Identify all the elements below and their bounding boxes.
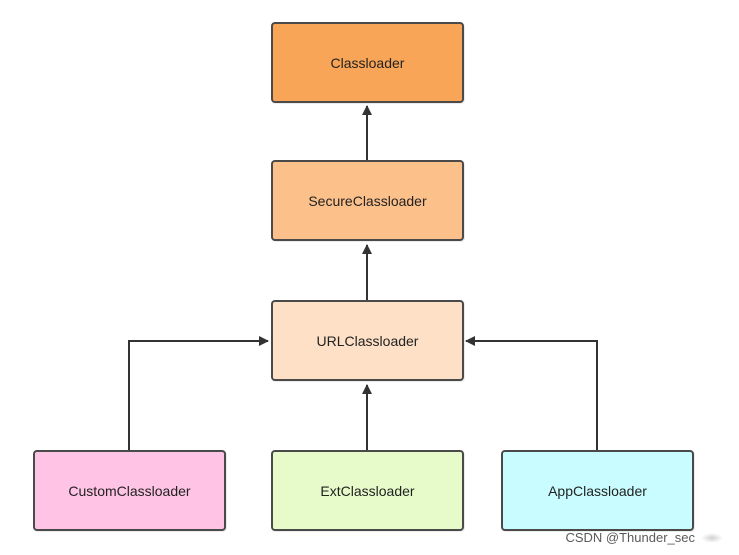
node-app-classloader: AppClassloader xyxy=(501,450,694,531)
watermark-logo-icon xyxy=(701,531,723,545)
node-ext-classloader-label: ExtClassloader xyxy=(320,482,415,499)
node-secure-classloader: SecureClassloader xyxy=(271,160,464,241)
node-classloader-label: Classloader xyxy=(330,54,405,71)
edge-app-to-url xyxy=(465,336,598,450)
watermark-text: CSDN @Thunder_sec xyxy=(565,530,695,545)
node-secure-classloader-label: SecureClassloader xyxy=(308,192,427,209)
node-url-classloader: URLClassloader xyxy=(271,300,464,381)
node-custom-classloader-label: CustomClassloader xyxy=(68,482,191,499)
node-classloader: Classloader xyxy=(271,22,464,103)
watermark: CSDN @Thunder_sec xyxy=(565,530,723,545)
edge-custom-to-url xyxy=(128,336,269,450)
node-ext-classloader: ExtClassloader xyxy=(271,450,464,531)
node-app-classloader-label: AppClassloader xyxy=(548,482,647,499)
node-custom-classloader: CustomClassloader xyxy=(33,450,226,531)
node-url-classloader-label: URLClassloader xyxy=(316,332,419,349)
